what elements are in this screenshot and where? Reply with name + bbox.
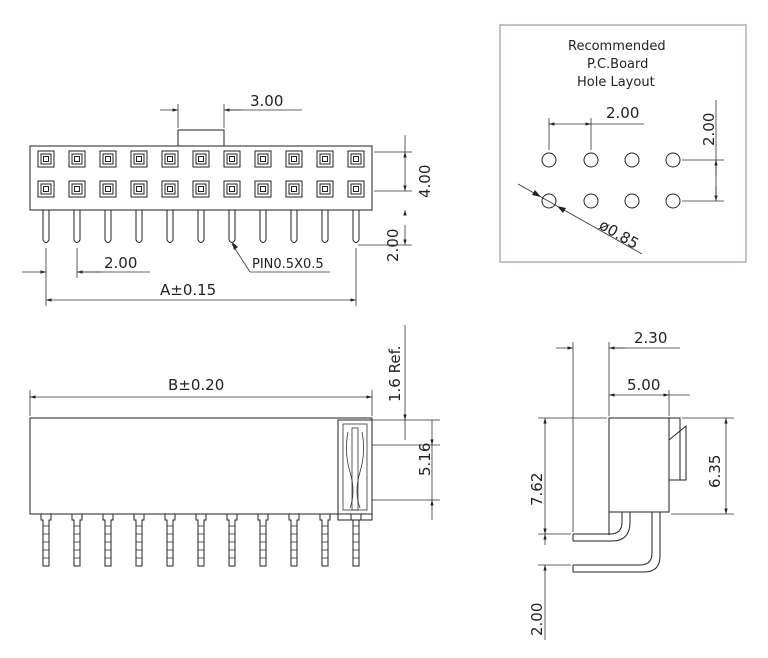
socket-contact bbox=[223, 180, 241, 198]
top-pin bbox=[321, 210, 329, 243]
pcb-layout-border bbox=[499, 24, 747, 263]
dim-offset-2-30: 2.30 bbox=[634, 329, 667, 347]
side-pin bbox=[350, 514, 362, 567]
socket-contact bbox=[285, 150, 303, 168]
side-pin bbox=[288, 514, 300, 567]
side-pin bbox=[71, 514, 83, 567]
socket-contact bbox=[192, 180, 210, 198]
socket-contact bbox=[316, 150, 334, 168]
dim-depth-5-00: 5.00 bbox=[627, 376, 660, 394]
top-pin bbox=[166, 210, 174, 243]
top-view-sockets bbox=[37, 150, 365, 198]
pcb-title-line3: Hole Layout bbox=[577, 75, 655, 90]
pcb-holes bbox=[541, 152, 681, 209]
side-view-body bbox=[29, 417, 373, 515]
side-pin bbox=[164, 514, 176, 567]
dim-pin-2-00: 2.00 bbox=[528, 603, 546, 636]
end-view-upper-pin bbox=[573, 512, 631, 542]
dim-body-6-35: 6.35 bbox=[706, 455, 724, 488]
pcb-dim-vertical: 2.00 bbox=[700, 113, 718, 146]
side-view-pins bbox=[40, 514, 362, 567]
socket-contact bbox=[192, 150, 210, 168]
pin-size-label: PIN0.5X0.5 bbox=[252, 257, 324, 272]
top-pin bbox=[197, 210, 205, 243]
socket-contact bbox=[347, 150, 365, 168]
dim-height-5-16: 5.16 bbox=[416, 443, 434, 476]
side-pin bbox=[257, 514, 269, 567]
top-pin bbox=[135, 210, 143, 243]
socket-contact bbox=[223, 150, 241, 168]
socket-contact bbox=[285, 180, 303, 198]
top-pin bbox=[42, 210, 50, 243]
top-view: 3.00 4.00 2.00 2.00 PIN0.5X0.5 A±0.15 bbox=[22, 92, 434, 306]
top-pin bbox=[73, 210, 81, 243]
socket-contact bbox=[347, 180, 365, 198]
socket-contact bbox=[316, 180, 334, 198]
top-pin bbox=[104, 210, 112, 243]
side-pin bbox=[40, 514, 52, 567]
dim-3-00: 3.00 bbox=[250, 92, 283, 110]
socket-contact bbox=[161, 180, 179, 198]
side-pin bbox=[319, 514, 331, 567]
socket-contact bbox=[99, 150, 117, 168]
end-view: 2.30 5.00 7.62 6.35 2.00 bbox=[528, 329, 734, 640]
dim-pin-length-2-00: 2.00 bbox=[384, 229, 402, 262]
side-pin bbox=[133, 514, 145, 567]
socket-contact bbox=[130, 150, 148, 168]
dim-length-a: A±0.15 bbox=[160, 281, 216, 299]
socket-contact bbox=[68, 150, 86, 168]
side-pin bbox=[195, 514, 207, 567]
pcb-dim-hole: ø0.85 bbox=[596, 216, 642, 253]
dim-4-00: 4.00 bbox=[416, 165, 434, 198]
dim-length-b: B±0.20 bbox=[168, 376, 224, 394]
top-pin bbox=[259, 210, 267, 243]
socket-contact bbox=[37, 150, 55, 168]
side-view: B±0.20 1.6 Ref. 5.16 bbox=[29, 325, 440, 567]
end-view-lower-pin bbox=[573, 512, 661, 573]
side-pin bbox=[226, 514, 238, 567]
pcb-dim-horizontal: 2.00 bbox=[606, 104, 639, 122]
pcb-title-line2: P.C.Board bbox=[587, 57, 648, 72]
top-pin bbox=[290, 210, 298, 243]
top-view-pins bbox=[42, 210, 360, 243]
socket-contact bbox=[130, 180, 148, 198]
dim-ref: 1.6 Ref. bbox=[386, 345, 404, 402]
end-view-body bbox=[608, 417, 670, 513]
socket-contact bbox=[161, 150, 179, 168]
socket-contact bbox=[68, 180, 86, 198]
top-view-body bbox=[29, 145, 373, 211]
socket-contact bbox=[254, 180, 272, 198]
pcb-layout-panel: Recommended P.C.Board Hole Layout 2.00 2… bbox=[499, 24, 747, 263]
pcb-title-line1: Recommended bbox=[568, 39, 666, 54]
dim-pitch-2-00: 2.00 bbox=[104, 254, 137, 272]
socket-contact bbox=[37, 180, 55, 198]
socket-contact bbox=[254, 150, 272, 168]
top-view-key-tab bbox=[177, 129, 225, 147]
dim-overall-7-62: 7.62 bbox=[528, 473, 546, 506]
socket-contact bbox=[99, 180, 117, 198]
side-pin bbox=[102, 514, 114, 567]
top-pin bbox=[228, 210, 236, 243]
top-pin bbox=[352, 210, 360, 243]
